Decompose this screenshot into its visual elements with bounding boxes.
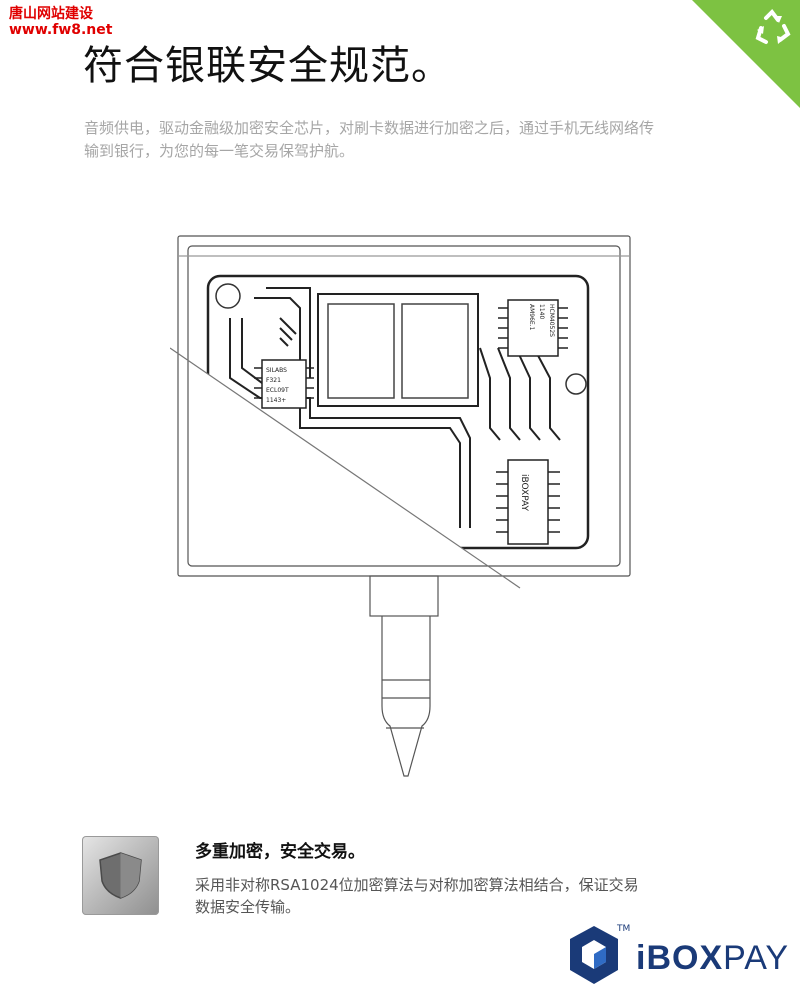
intro-text: 音频供电，驱动金融级加密安全芯片，对刷卡数据进行加密之后，通过手机无线网络传输到… (84, 119, 655, 160)
chip1-line2: F321 (266, 377, 281, 384)
brand-name: iBOXPAY (636, 940, 789, 976)
jack-base (369, 575, 439, 617)
shield-icon (99, 852, 142, 899)
corner-badge (692, 0, 800, 108)
watermark-line1: 唐山网站建设 (9, 6, 93, 22)
watermark: 唐山网站建设 www.fw8.net (9, 6, 112, 38)
brand-name-part1: iBOX (636, 939, 724, 977)
feature-icon-tile (82, 836, 159, 915)
cube-logo-icon (570, 926, 618, 984)
feature-title: 多重加密，安全交易。 (195, 842, 365, 862)
cutaway-edge (170, 347, 521, 589)
watermark-line2: www.fw8.net (9, 22, 113, 38)
brand-logo: TM iBOXPAY (566, 922, 789, 986)
chip2-line3: AM96E.1 (528, 304, 535, 331)
chip1-line4: 1143+ (266, 397, 286, 404)
brand-name-part2: PAY (723, 939, 790, 977)
pcb-board: SILABS F321 ECL09T 1143+ HCM4052S 1140 A… (206, 274, 590, 550)
audio-jack (381, 616, 431, 777)
chip1-line1: SILABS (266, 367, 287, 374)
recycle-icon (755, 8, 791, 44)
page-title: 符合银联安全规范。 (83, 43, 452, 89)
chip2-line2: 1140 (538, 304, 545, 319)
feature-description: 采用非对称RSA1024位加密算法与对称加密算法相结合，保证交易数据安全传输。 (195, 876, 639, 916)
chip1-line3: ECL09T (266, 387, 289, 394)
chip2-line1: HCM4052S (548, 304, 555, 337)
trademark-mark: TM (617, 924, 631, 934)
card-reader-illustration: SILABS F321 ECL09T 1143+ HCM4052S 1140 A… (170, 235, 631, 777)
chip3-label: iBOXPAY (519, 474, 529, 512)
